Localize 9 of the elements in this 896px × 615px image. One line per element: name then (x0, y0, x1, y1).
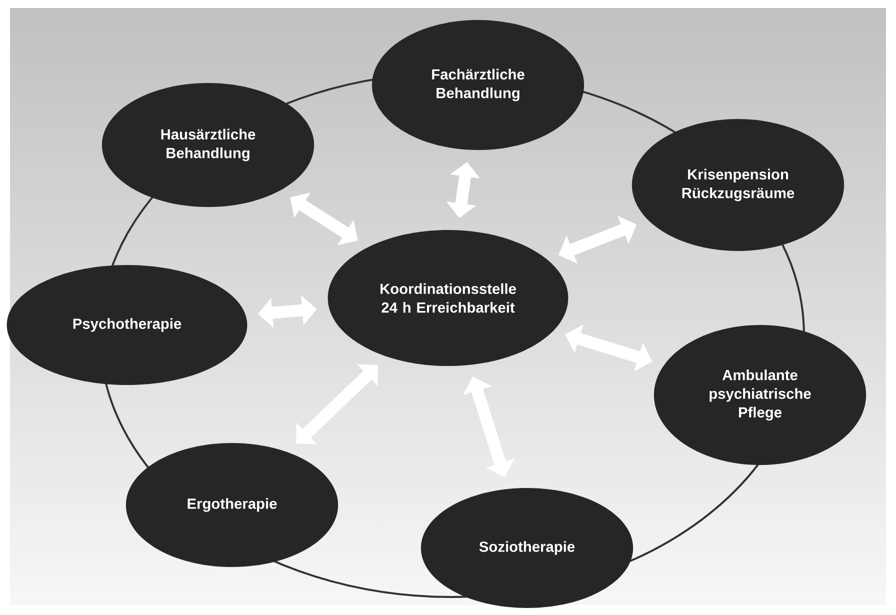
ellipse-node: Ergotherapie (126, 443, 338, 567)
ellipse-node: Hausärztliche Behandlung (102, 83, 314, 207)
ellipse-node: Psychotherapie (6, 265, 248, 385)
double-arrow (296, 364, 378, 444)
ellipse-node: Koordinationsstelle 24 h Erreichbarkeit (328, 230, 568, 366)
ellipse-node: Soziotherapie (420, 488, 634, 608)
ellipse-node: Fachärztliche Behandlung (372, 20, 584, 150)
ellipse-node: Ambulante psychiatrische Pflege (654, 325, 866, 465)
ellipse-node: Krisenpension Rückzugsräume (632, 119, 844, 251)
